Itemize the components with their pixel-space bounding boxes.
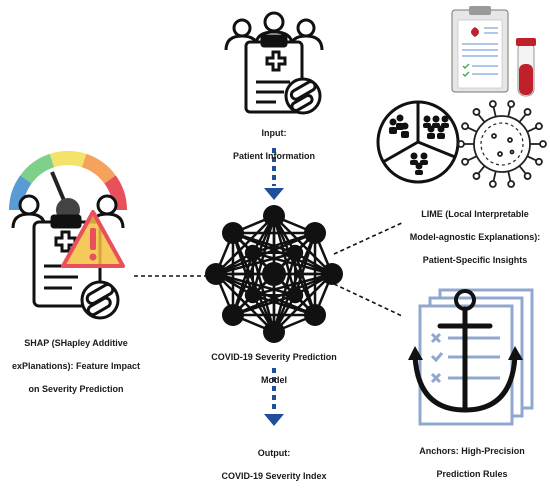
lime-label: LIME (Local Interpretable Model-agnostic… [402, 197, 548, 278]
patients-clipboard-icon [224, 11, 324, 115]
output-title: Output: [257, 447, 291, 458]
nn-node [287, 287, 304, 304]
virus-spike-tip [461, 157, 469, 166]
virus-spike-tip [523, 108, 532, 116]
nn-node [321, 263, 343, 285]
lime-line1: LIME (Local Interpretable [421, 208, 529, 219]
warning-triangle-icon [61, 210, 125, 268]
input-text: Patient Information [232, 150, 315, 161]
virus-spike-tip [507, 180, 516, 188]
virus-spike-tip [539, 140, 547, 148]
shap-line2: exPlanations): Feature Impact [11, 360, 141, 371]
virus-spike-tip [535, 157, 543, 166]
nn-edge [215, 272, 296, 297]
virus-spike [467, 126, 478, 133]
gauge-segment [9, 175, 32, 211]
nn-node [263, 321, 285, 343]
virus-spike [507, 106, 512, 117]
shap-line3: on Severity Prediction [28, 383, 124, 394]
model-line1: COVID-19 Severity Prediction [211, 351, 337, 362]
patients-clipboard-warning-icon [11, 194, 125, 320]
anchors-line2: Prediction Rules [436, 468, 508, 479]
model-to-output-arrow [264, 368, 284, 426]
nn-node [221, 304, 244, 327]
nn-node [287, 244, 304, 261]
shap-line1: SHAP (SHapley Additive [24, 337, 128, 348]
nn-node [244, 244, 261, 261]
anchors-line1: Anchors: High-Precision [419, 445, 525, 456]
virus-spike-tip [523, 172, 532, 180]
shap-label: SHAP (SHapley Additive exPlanations): Fe… [2, 326, 150, 407]
input-to-model-arrow [264, 148, 284, 200]
gauge-segment [49, 151, 87, 168]
nn-node [244, 287, 261, 304]
virus-spike-tip [472, 172, 481, 180]
virus-spike [518, 113, 527, 123]
nn-node [205, 263, 227, 285]
lime-line2: Model-agnostic Explanations): [409, 231, 541, 242]
lime-line3: Patient-Specific Insights [422, 254, 528, 265]
blood-test-tube-icon [516, 38, 536, 97]
nn-edge [215, 251, 296, 276]
anchor-documents-icon [408, 288, 534, 426]
input-title: Input: [261, 127, 287, 138]
nn-node [304, 221, 327, 244]
virus-spike-tip [457, 140, 465, 148]
output-label: Output: COVID-19 Severity Index [204, 436, 344, 494]
virus-spike [477, 165, 486, 175]
nn-node [263, 205, 285, 227]
anchors-label: Anchors: High-Precision Prediction Rules [412, 434, 532, 492]
virus-spike-tip [488, 180, 497, 188]
virus-spike [518, 165, 527, 175]
medical-clipboard-icon [451, 6, 509, 93]
virus-spike-tip [472, 108, 481, 116]
gauge-segment [81, 153, 116, 184]
virus-spike [492, 106, 497, 117]
virus-spike [467, 155, 478, 162]
virus-spike-tip [461, 122, 469, 131]
anchors-connector [333, 283, 403, 317]
virus-spike [526, 126, 537, 133]
virus-spike [526, 155, 537, 162]
virus-spike-tip [535, 122, 543, 131]
virus-spike [507, 171, 512, 182]
nn-node [262, 262, 286, 286]
model-label: COVID-19 Severity Prediction Model [194, 340, 354, 398]
model-line2: Model [261, 374, 287, 385]
virus-spike [492, 171, 497, 182]
nn-edge [251, 252, 276, 333]
virus-spike-tip [488, 100, 497, 108]
neural-network-icon [205, 205, 343, 343]
virus-icon [457, 100, 547, 188]
gauge-segment [20, 153, 55, 184]
nn-edge [252, 272, 333, 297]
nn-node [221, 221, 244, 244]
lime-connector [333, 221, 405, 255]
output-text: COVID-19 Severity Index [221, 470, 327, 481]
patient-groups-pie-icon [376, 100, 460, 184]
gauge-segment [104, 175, 127, 211]
nn-node [304, 304, 327, 327]
diagram-canvas [9, 6, 547, 426]
input-label: Input: Patient Information [214, 116, 334, 174]
virus-spike [477, 113, 486, 123]
virus-spike-tip [507, 100, 516, 108]
